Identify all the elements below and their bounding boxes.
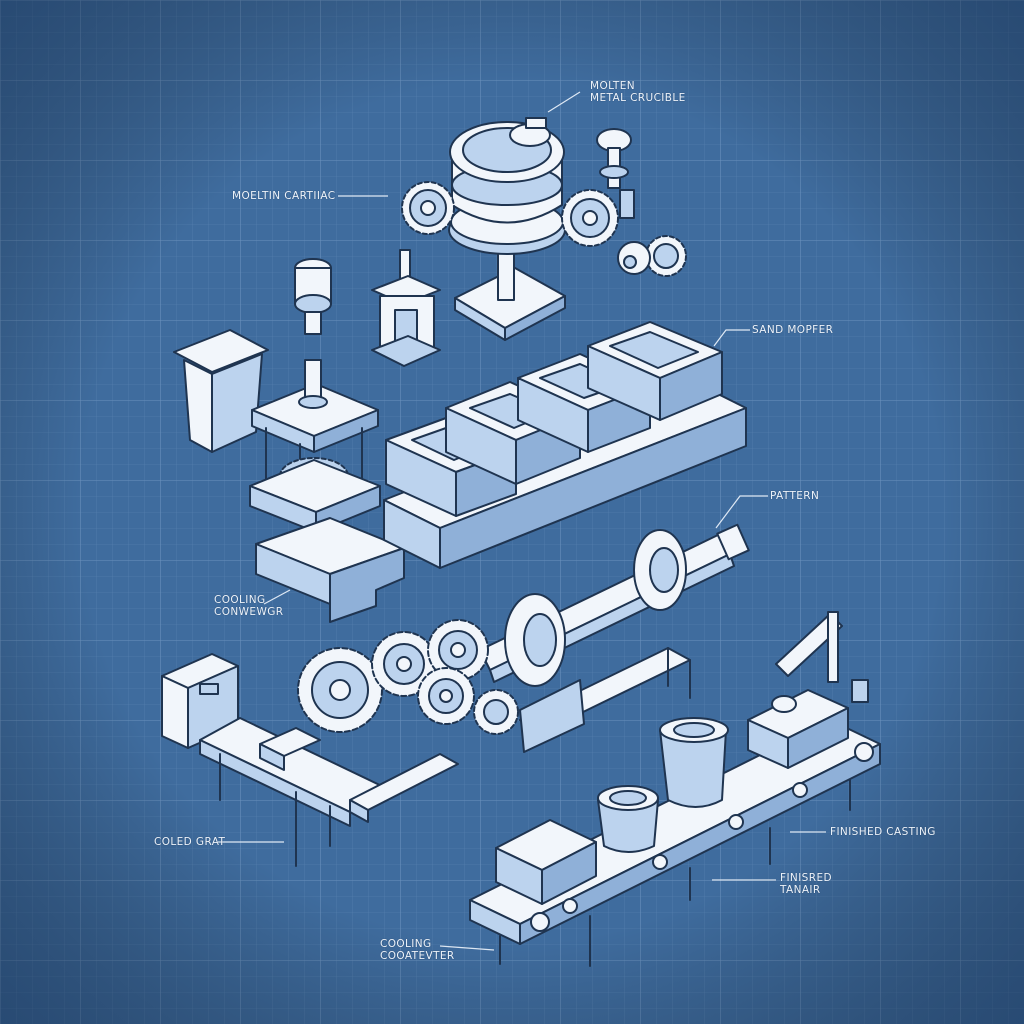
label-finisred-tanair: FINISRED TANAIR [780, 872, 832, 896]
label-finished-casting: FINISHED CASTING [830, 826, 936, 838]
label-coled-grat: COLED GRAT [154, 836, 226, 848]
label-cooling-conveyor-left: COOLING CONWEWGR [214, 594, 284, 618]
label-sand-mopfer: SAND MOPFER [752, 324, 834, 336]
label-molten-metal-crucible: MOLTEN METAL CRUCIBLE [590, 80, 686, 104]
label-pattern: PATTERN [770, 490, 820, 502]
label-moeltin-cartiiac: MOELTIN CARTIIAC [232, 190, 336, 202]
label-cooling-conveyer-bottom: COOLING COOATEVTER [380, 938, 455, 962]
